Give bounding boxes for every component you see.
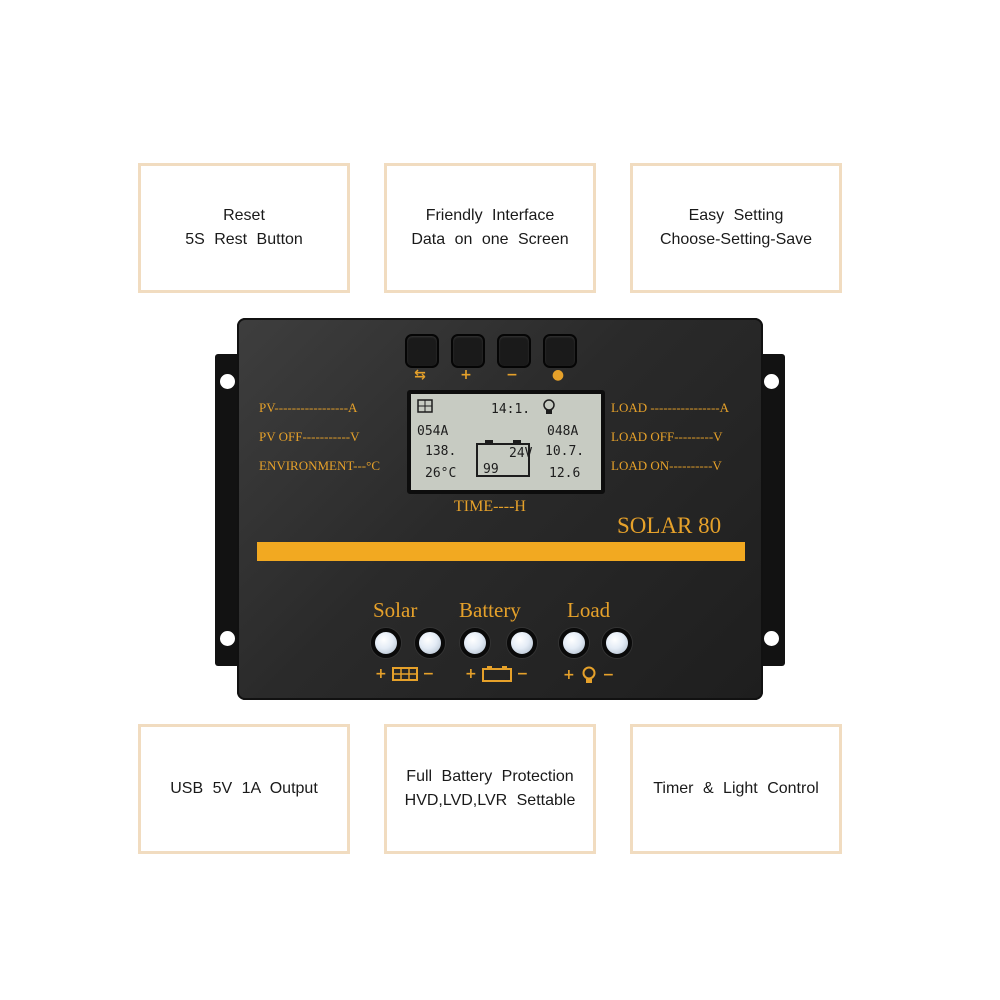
model-name: SOLAR 80 [617,513,722,538]
bulb-icon [582,666,596,683]
switch-arrows-icon: ⇆ [414,367,426,383]
minus-sign: − [422,666,435,682]
minus-sign: − [602,667,615,683]
load-positive-terminal [559,628,589,658]
label-pv-off: PV OFF-----------V [259,429,360,444]
solar-panel-icon [417,399,433,413]
key-minus[interactable] [497,334,531,368]
mounting-hole [764,631,779,646]
feature-line: Friendly Interface [425,207,555,224]
mounting-hole [220,374,235,389]
drop-icon: ● [551,367,565,383]
lcd-top-value: 14:1. [491,402,531,417]
feature-line: Data on one Screen [411,231,569,248]
plus-sign: + [563,667,575,683]
label-environment: ENVIRONMENT---°C [259,458,380,473]
feature-line: HVD,LVD,LVR Settable [404,792,576,809]
feature-box-setting: Easy Setting Choose-Setting-Save [630,163,842,293]
feature-line: Timer & Light Control [653,780,819,797]
lcd-temperature: 26°C [425,466,457,481]
lcd-pv-off: 138. [425,444,457,459]
lcd-load-current: 048A [547,424,579,439]
mounting-flange-right [759,354,785,666]
battery-negative-terminal [507,628,537,658]
mounting-hole [220,631,235,646]
feature-box-reset: Reset 5S Rest Button [138,163,350,293]
feature-line: USB 5V 1A Output [170,780,318,797]
feature-box-timer: Timer & Light Control [630,724,842,854]
label-pv: PV-----------------A [259,400,358,415]
battery-icon [481,666,512,682]
bulb-icon [543,399,555,414]
lcd-battery-voltage: 24V [509,446,533,461]
feature-line: Reset [223,207,265,224]
lcd-battery-percent: 99 [483,462,499,477]
feature-box-usb: USB 5V 1A Output [138,724,350,854]
minus-icon: − [506,367,518,383]
plus-icon: + [460,367,472,383]
battery-display-icon [476,440,530,477]
group-label-load: Load [567,598,611,622]
battery-terminal-symbols: + − [465,666,528,682]
solar-terminal-symbols: + − [375,666,434,682]
lcd-pv-current: 054A [417,424,449,439]
solar-negative-terminal [415,628,445,658]
key-switch[interactable] [405,334,439,368]
group-label-battery: Battery [459,598,521,622]
feature-line: 5S Rest Button [185,231,303,248]
load-negative-terminal [602,628,632,658]
feature-line: Choose-Setting-Save [659,231,813,248]
label-load: LOAD ----------------A [611,400,730,415]
solar-positive-terminal [371,628,401,658]
group-label-solar: Solar [373,598,418,622]
plus-sign: + [375,666,387,682]
control-keys: ⇆ + − ● [405,334,605,382]
solar-charge-controller: ⇆ + − ● PV-----------------A PV OFF-----… [215,318,785,700]
feature-line: Full Battery Protection [406,768,574,785]
plus-sign: + [465,666,477,682]
solar-panel-icon [391,667,418,681]
label-load-off: LOAD OFF---------V [611,429,723,444]
lcd-load-on: 12.6 [549,466,581,481]
feature-box-interface: Friendly Interface Data on one Screen [384,163,596,293]
lcd-screen: 14:1. 054A 138. 26°C 24V 99 048A 10.7. 1… [407,390,605,494]
mounting-hole [764,374,779,389]
lcd-load-off: 10.7. [545,444,585,459]
label-load-on: LOAD ON----------V [611,458,722,473]
controller-panel: ⇆ + − ● PV-----------------A PV OFF-----… [237,318,763,700]
key-reset[interactable] [543,334,577,368]
minus-sign: − [516,666,529,682]
accent-stripe [257,542,745,561]
mounting-flange-left [215,354,241,666]
feature-line: Easy Setting [688,207,784,224]
feature-box-protection: Full Battery Protection HVD,LVD,LVR Sett… [384,724,596,854]
key-plus[interactable] [451,334,485,368]
time-label: TIME----H [454,498,526,515]
load-terminal-symbols: + − [563,666,614,684]
battery-positive-terminal [460,628,490,658]
